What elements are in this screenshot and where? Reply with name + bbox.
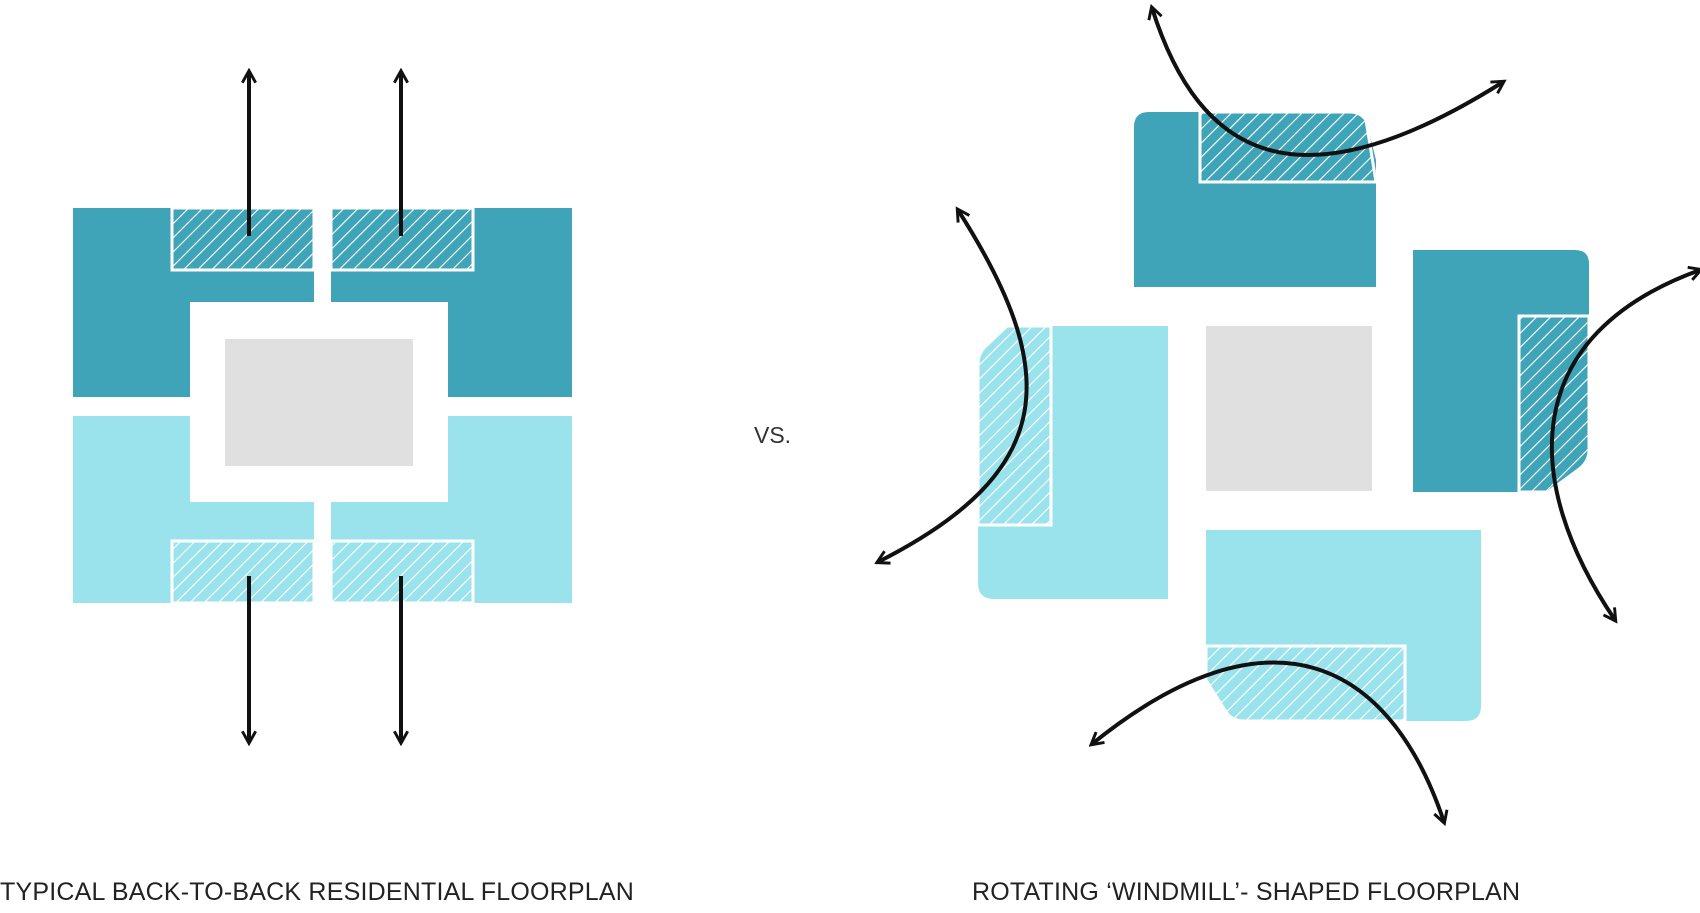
- arrow-curve-top: [1152, 8, 1503, 158]
- balcony-windmill-right: [1517, 314, 1591, 494]
- balcony-windmill-left: [976, 324, 1053, 527]
- arrow-curve-bottom: [1092, 660, 1444, 822]
- right-diagram-caption: ROTATING ‘WINDMILL’- SHAPED FLOORPLAN: [972, 878, 1521, 906]
- balcony-bottom-left: [170, 539, 316, 605]
- unit-windmill-bottom: [1204, 530, 1481, 723]
- core-right: [1206, 326, 1372, 491]
- unit-windmill-right: [1413, 250, 1591, 494]
- balcony-windmill-top: [1198, 110, 1378, 184]
- arrow-curve-left: [878, 210, 1029, 562]
- right-floorplan: [878, 8, 1700, 822]
- versus-label: VS.: [754, 422, 792, 448]
- unit-bottom-left: [73, 416, 316, 605]
- unit-top-left: [73, 206, 316, 397]
- unit-windmill-top: [1134, 110, 1378, 287]
- core-left: [225, 339, 413, 466]
- arrow-curve-right: [1549, 270, 1700, 620]
- left-diagram-caption: TYPICAL BACK-TO-BACK RESIDENTIAL FLOORPL…: [0, 878, 635, 906]
- balcony-top-left: [170, 206, 316, 272]
- unit-bottom-right: [329, 416, 572, 605]
- left-floorplan: [73, 72, 572, 742]
- balcony-windmill-bottom: [1204, 644, 1407, 723]
